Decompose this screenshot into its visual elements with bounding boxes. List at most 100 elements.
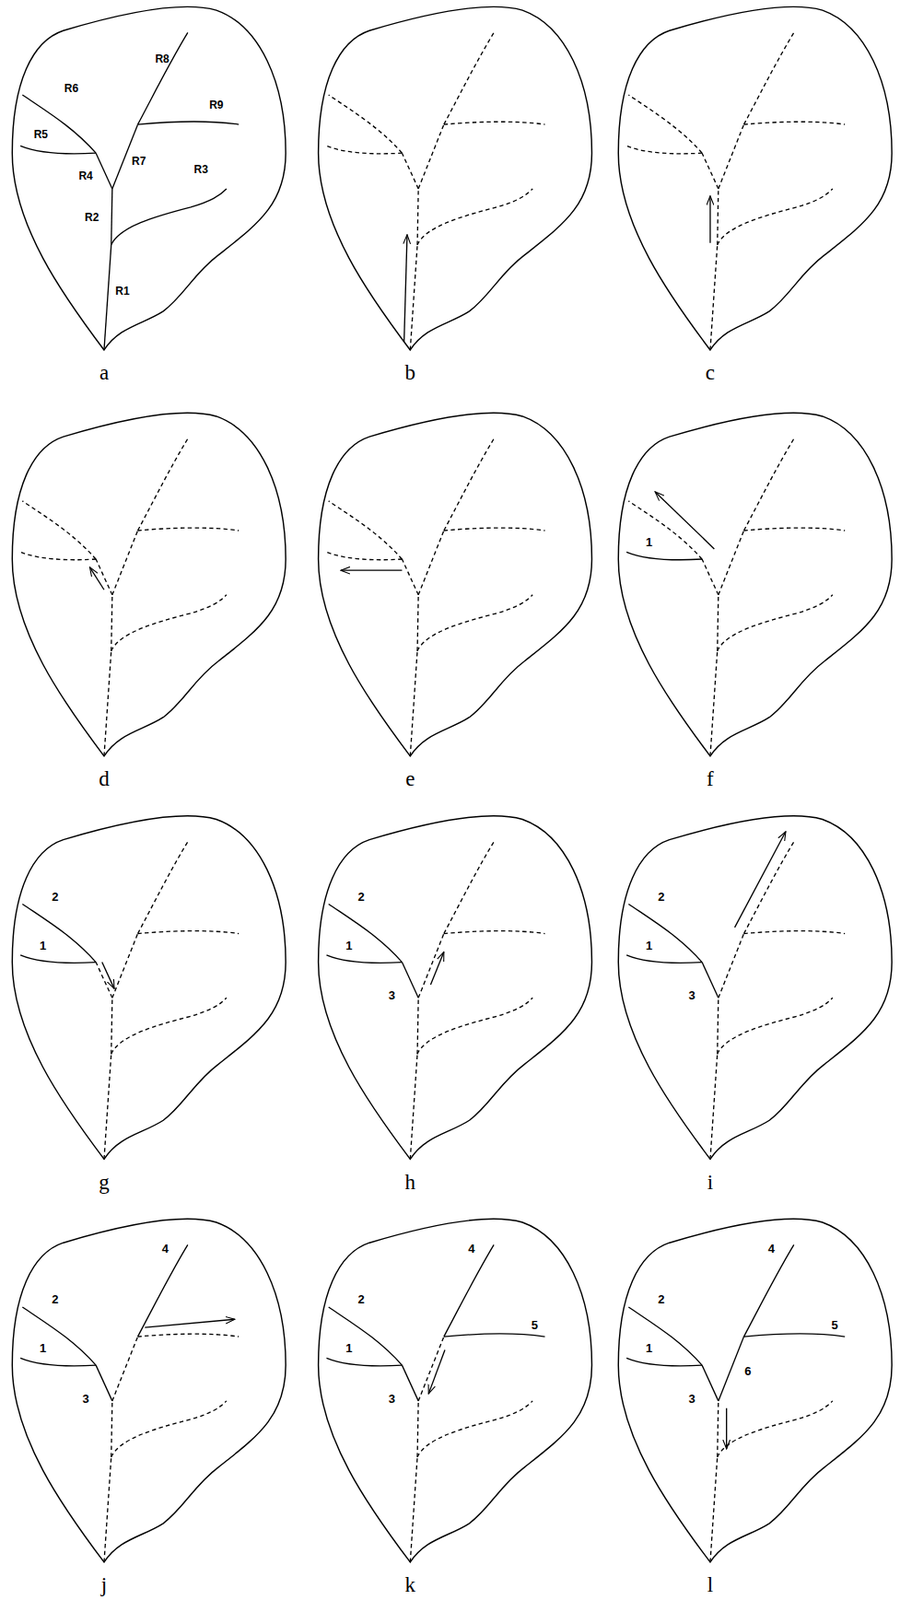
vein-line [444, 32, 494, 125]
vein-line [626, 1357, 702, 1366]
vein-line [111, 1401, 227, 1458]
leaf-panel [11, 6, 286, 350]
vein-line [710, 1457, 718, 1563]
vein-line [417, 997, 419, 1054]
callout-number: 4 [467, 1241, 475, 1254]
vein-line [626, 955, 702, 963]
vein-line [401, 1365, 419, 1402]
vein-line [111, 997, 227, 1054]
vein-line [20, 145, 96, 153]
vein-line [417, 1401, 533, 1458]
vein-label: R9 [209, 99, 223, 111]
vein-line [326, 551, 402, 560]
vein-line [409, 1053, 418, 1159]
vein-line [328, 501, 403, 560]
vein-label: R6 [64, 82, 79, 94]
leaf-outline [618, 412, 892, 756]
panel-letter: g [98, 1170, 110, 1193]
vein-line [628, 903, 702, 962]
vein-line [328, 94, 403, 153]
vein-line [717, 997, 719, 1054]
vein-line [22, 501, 96, 560]
vein-line [444, 931, 546, 935]
vein-line [104, 651, 112, 757]
vein-line [111, 595, 227, 652]
vein-line [744, 32, 795, 125]
panel-letter: h [405, 1170, 417, 1193]
vein-line [701, 559, 719, 596]
leaf-panel [11, 1218, 286, 1562]
vein-line [717, 595, 719, 652]
callout-number: 2 [358, 889, 365, 902]
callout-number: 3 [388, 1391, 396, 1404]
callout-number: 3 [388, 989, 396, 1002]
panel-letter: j [101, 1574, 107, 1596]
callout-number: 1 [645, 938, 653, 951]
vein-line [444, 438, 494, 531]
vein-line [717, 997, 833, 1054]
vein-line [444, 1244, 494, 1337]
vein-line [111, 997, 113, 1054]
callout-number: 3 [688, 1391, 695, 1404]
trace-arrow [89, 567, 105, 590]
vein-line [417, 595, 419, 652]
vein-label: R5 [34, 128, 48, 141]
callout-number: 2 [358, 1293, 365, 1306]
vein-line [111, 595, 113, 652]
vein-line [701, 1365, 719, 1402]
vein-line [328, 1307, 403, 1366]
vein-label: R1 [115, 285, 129, 297]
vein-line [104, 1457, 112, 1563]
vein-line [326, 1357, 402, 1366]
trace-arrow [102, 962, 115, 990]
vein-line [418, 530, 445, 596]
vein-line [717, 1401, 719, 1458]
panel-letter: f [706, 768, 714, 790]
vein-line [417, 188, 533, 246]
callout-number: 4 [768, 1241, 775, 1254]
vein-line [744, 121, 846, 125]
vein-line [138, 1333, 240, 1337]
vein-line [744, 1244, 795, 1337]
vein-line [718, 1336, 745, 1402]
vein-line [744, 841, 795, 935]
vein-line [718, 530, 745, 596]
trace-arrow [404, 234, 408, 342]
vein-line [744, 1333, 846, 1337]
callout-number: 2 [657, 889, 665, 902]
vein-line [710, 651, 718, 757]
leaf-outline [11, 412, 286, 756]
vein-line [326, 955, 402, 963]
vein-line [401, 559, 419, 596]
callout-number: 3 [688, 989, 695, 1002]
vein-line [111, 1401, 113, 1458]
vein-label: R4 [78, 170, 93, 182]
vein-line [95, 152, 113, 189]
leaf-panel [618, 1218, 892, 1562]
vein-line [717, 595, 833, 652]
leaf-panel [618, 816, 892, 1159]
vein-line [409, 1457, 418, 1563]
vein-line [111, 188, 113, 246]
leaf-outline [318, 6, 593, 350]
callout-number: 2 [51, 1293, 59, 1306]
panel-letter: d [98, 768, 110, 790]
vein-line [20, 955, 96, 963]
callout-number: 2 [657, 1293, 665, 1306]
vein-line [20, 1357, 96, 1366]
panel-letter: e [405, 768, 415, 790]
vein-line [138, 841, 188, 935]
callout-number: 1 [345, 1342, 352, 1355]
vein-line [628, 501, 702, 560]
leaf-outline [318, 816, 593, 1159]
vein-line [626, 551, 702, 560]
trace-arrow [340, 570, 402, 572]
vein-line [326, 145, 402, 153]
callout-number: 1 [645, 1342, 653, 1355]
leaf-outline [618, 1218, 892, 1562]
vein-line [138, 1244, 188, 1337]
vein-line [418, 934, 445, 999]
callout-number: 1 [645, 536, 653, 549]
leaf-panel [318, 412, 593, 756]
